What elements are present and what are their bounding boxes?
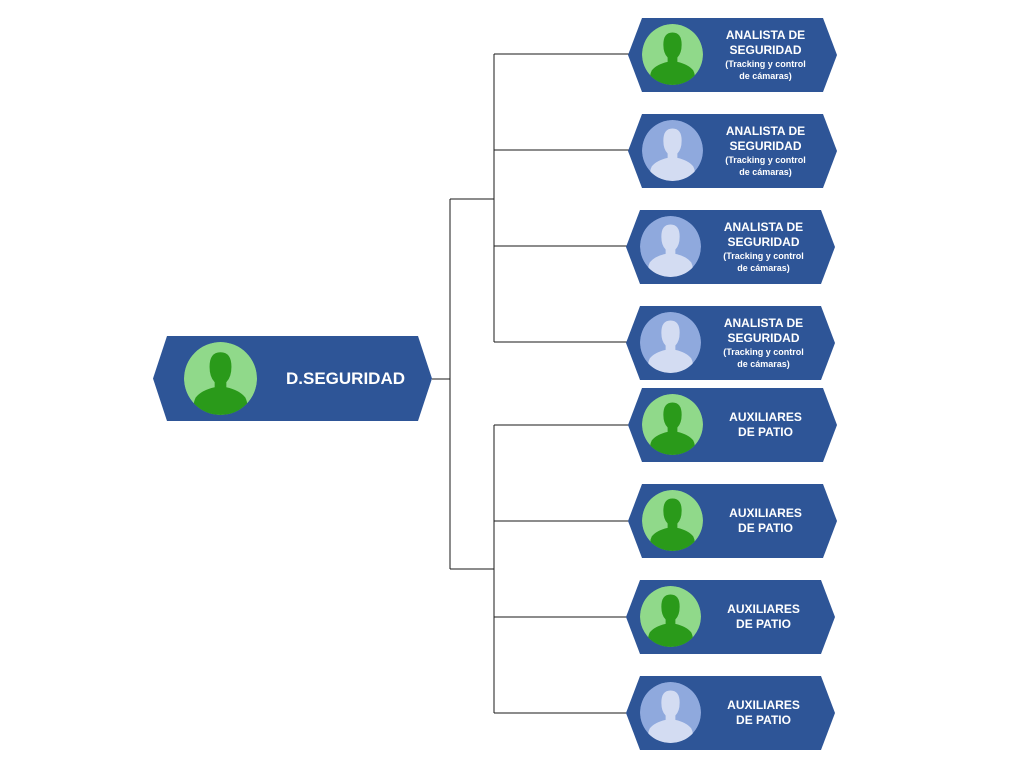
node-label: ANALISTA DE SEGURIDAD (Tracking y contro… — [708, 18, 823, 92]
person-avatar-icon — [642, 394, 703, 455]
node-subtitle: (Tracking y control de cámaras) — [725, 155, 806, 177]
node-subtitle: (Tracking y control de cámaras) — [725, 59, 806, 81]
node-label: ANALISTA DE SEGURIDAD (Tracking y contro… — [708, 114, 823, 188]
person-avatar-icon — [642, 490, 703, 551]
person-silhouette — [640, 586, 701, 647]
person-avatar-icon — [640, 216, 701, 277]
node-label: AUXILIARES DE PATIO — [706, 676, 821, 750]
node-title: ANALISTA DE SEGURIDAD — [723, 220, 804, 249]
person-silhouette — [642, 490, 703, 551]
person-avatar-icon — [184, 342, 257, 415]
root-node-label: D.SEGURIDAD — [263, 336, 428, 421]
node-title: ANALISTA DE SEGURIDAD — [725, 28, 806, 57]
node-auxiliares-2: AUXILIARES DE PATIO — [628, 484, 837, 558]
node-title: AUXILIARES DE PATIO — [727, 698, 800, 727]
person-silhouette — [642, 394, 703, 455]
person-silhouette — [640, 216, 701, 277]
node-analista-3: ANALISTA DE SEGURIDAD (Tracking y contro… — [626, 210, 835, 284]
root-node: D.SEGURIDAD — [153, 336, 432, 421]
node-auxiliares-3: AUXILIARES DE PATIO — [626, 580, 835, 654]
node-title: AUXILIARES DE PATIO — [729, 410, 802, 439]
node-title: ANALISTA DE SEGURIDAD — [725, 124, 806, 153]
node-label: ANALISTA DE SEGURIDAD (Tracking y contro… — [706, 210, 821, 284]
node-label: AUXILIARES DE PATIO — [708, 484, 823, 558]
root-title: D.SEGURIDAD — [285, 368, 405, 388]
person-silhouette — [640, 312, 701, 373]
person-avatar-icon — [640, 586, 701, 647]
node-analista-1: ANALISTA DE SEGURIDAD (Tracking y contro… — [628, 18, 837, 92]
node-title: AUXILIARES DE PATIO — [727, 602, 800, 631]
person-silhouette — [640, 682, 701, 743]
node-analista-4: ANALISTA DE SEGURIDAD (Tracking y contro… — [626, 306, 835, 380]
node-label: ANALISTA DE SEGURIDAD (Tracking y contro… — [706, 306, 821, 380]
node-label: AUXILIARES DE PATIO — [706, 580, 821, 654]
node-auxiliares-1: AUXILIARES DE PATIO — [628, 388, 837, 462]
person-avatar-icon — [642, 120, 703, 181]
node-title: ANALISTA DE SEGURIDAD — [723, 316, 804, 345]
node-label: AUXILIARES DE PATIO — [708, 388, 823, 462]
person-avatar-icon — [640, 312, 701, 373]
node-auxiliares-4: AUXILIARES DE PATIO — [626, 676, 835, 750]
node-subtitle: (Tracking y control de cámaras) — [723, 347, 804, 369]
node-subtitle: (Tracking y control de cámaras) — [723, 251, 804, 273]
node-title: AUXILIARES DE PATIO — [729, 506, 802, 535]
person-avatar-icon — [642, 24, 703, 85]
node-analista-2: ANALISTA DE SEGURIDAD (Tracking y contro… — [628, 114, 837, 188]
person-silhouette — [642, 24, 703, 85]
person-silhouette — [184, 342, 257, 415]
person-silhouette — [642, 120, 703, 181]
person-avatar-icon — [640, 682, 701, 743]
